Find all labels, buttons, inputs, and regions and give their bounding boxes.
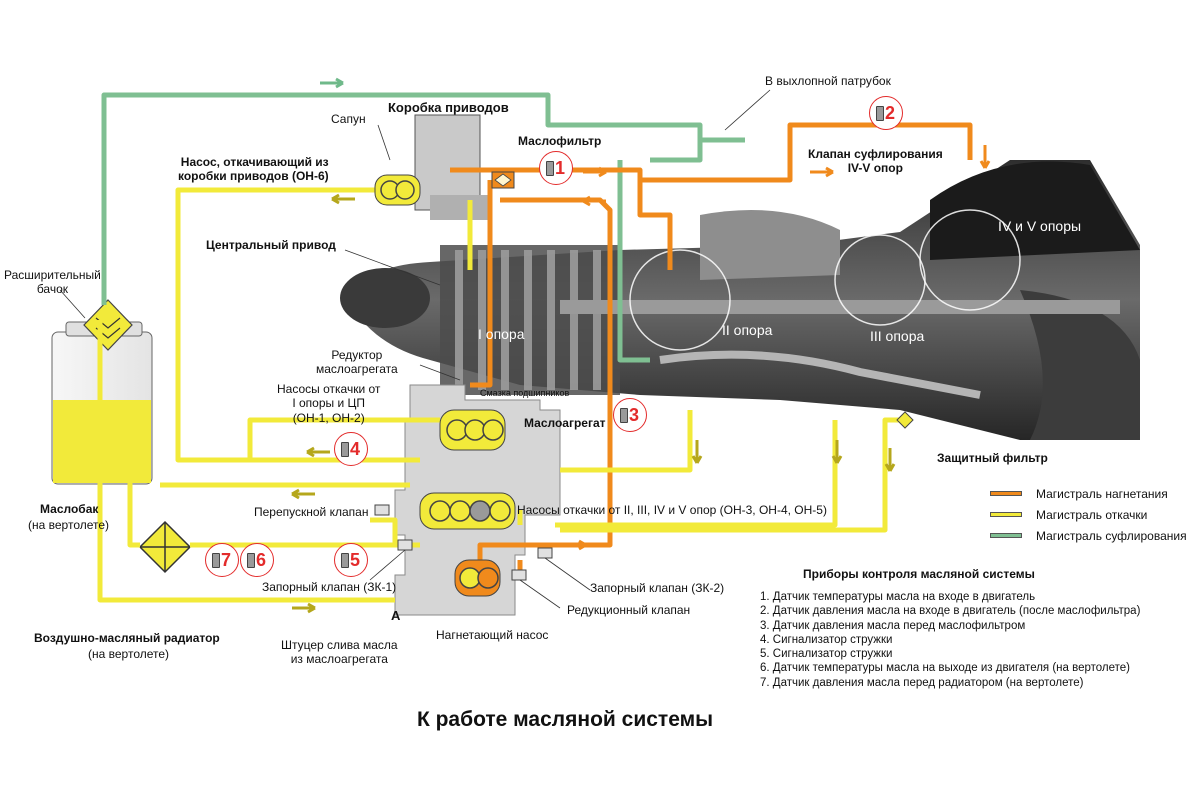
marker-4: 4: [334, 432, 368, 466]
shutoff-valve-1-label: Запорный клапан (ЗК-1): [262, 580, 397, 594]
gearbox-body: [414, 114, 490, 220]
legend-swatch: [990, 533, 1022, 538]
support-iv-v-label: IV и V опоры: [998, 218, 1082, 234]
marker-1: 1: [539, 151, 573, 185]
legend-item: Магистраль нагнетания: [990, 483, 1187, 504]
reducing-valve-label: Редукционный клапан: [567, 603, 691, 617]
support-i-label: I опора: [478, 326, 525, 342]
shutoff-valve-2-label: Запорный клапан (ЗК-2): [590, 581, 725, 595]
point-a-label: А: [391, 608, 401, 623]
instrument-item: 4. Сигнализатор стружки: [760, 633, 893, 646]
pumps-i-label: Насосы откачки от I опоры и ЦП (ОН-1, ОН…: [277, 382, 381, 425]
pressure-pump: [454, 559, 501, 597]
oil-filter: [491, 171, 515, 189]
pumps-ii-v-label: Насосы откачки от II, III, IV и V опор (…: [517, 503, 827, 517]
instrument-item: 2. Датчик давления масла на входе в двиг…: [760, 605, 1141, 618]
expansion-tank-label: Расширительный бачок: [4, 268, 101, 297]
legend-swatch: [990, 512, 1022, 517]
marker-6: 6: [240, 543, 274, 577]
legend-label: Магистраль нагнетания: [1036, 486, 1168, 501]
pressure-pump-label: Нагнетающий насос: [436, 628, 549, 642]
flow-arrows: [291, 77, 991, 614]
pumps-on3-on5: [419, 492, 516, 530]
oil-filter-label: Маслофильтр: [518, 134, 602, 148]
instrument-item: 5. Сигнализатор стружки: [760, 648, 893, 661]
instrument-item: 6. Датчик температуры масла на выходе из…: [760, 662, 1130, 675]
instruments-list: 1. Датчик температуры масла на входе в д…: [760, 590, 1140, 690]
radiator-label: Воздушно-масляный радиатор: [34, 631, 220, 645]
oil-tank-sub-label: (на вертолете): [28, 518, 110, 532]
pump-gearbox-on6: [374, 174, 421, 206]
breather-lines: [101, 92, 745, 363]
legend-item: Магистраль суфлирования: [990, 525, 1187, 546]
marker-3: 3: [613, 398, 647, 432]
protective-filter-symbol: [896, 411, 914, 429]
oil-tank-label: Маслобак: [40, 502, 99, 516]
pump-gearbox-label: Насос, откачивающий из коробки приводов …: [178, 155, 329, 184]
legend-label: Магистраль суфлирования: [1036, 528, 1187, 543]
drain-label: Штуцер слива масла из маслоагрегата: [281, 638, 398, 667]
legend-swatch: [990, 491, 1022, 496]
exhaust-label: В выхлопной патрубок: [765, 74, 891, 88]
breather-valve-label: Клапан суфлирования IV-V опор: [808, 147, 943, 176]
protective-filter-label: Защитный фильтр: [937, 451, 1048, 465]
engine-cutaway: [340, 160, 1140, 440]
oil-unit-label: Маслоагрегат: [524, 416, 606, 430]
marker-5: 5: [334, 543, 368, 577]
radiator: [138, 520, 192, 574]
pumps-on1-on2: [439, 409, 506, 451]
central-drive-label: Центральный привод: [206, 238, 336, 252]
support-ii-label: II опора: [722, 322, 773, 338]
diagram-caption: К работе масляной системы: [416, 708, 714, 731]
reducer-label: Редуктор маслоагрегата: [316, 348, 398, 377]
marker-2: 2: [869, 96, 903, 130]
instrument-item: 1. Датчик температуры масла на входе в д…: [760, 591, 1036, 603]
support-iii-label: III опора: [870, 328, 925, 344]
radiator-sub-label: (на вертолете): [88, 647, 170, 661]
legend-item: Магистраль откачки: [990, 504, 1187, 525]
bypass-valve-label: Перепускной клапан: [254, 505, 369, 519]
bearing-lube-label: Смазка подшипников: [480, 388, 570, 398]
instruments-title: Приборы контроля масляной системы: [803, 567, 1035, 581]
legend-label: Магистраль откачки: [1036, 507, 1148, 522]
instrument-item: 7. Датчик давления масла перед радиаторо…: [760, 676, 1084, 689]
breather-vent-label: Сапун: [331, 112, 366, 126]
legend: Магистраль нагнетания Магистраль откачки…: [990, 483, 1187, 546]
marker-7: 7: [205, 543, 239, 577]
gearbox-label: Коробка приводов: [388, 100, 509, 115]
leader-lines: [59, 89, 771, 609]
instrument-item: 3. Датчик давления масла перед маслофиль…: [760, 619, 1026, 632]
expansion-tank-filter: [83, 299, 133, 351]
